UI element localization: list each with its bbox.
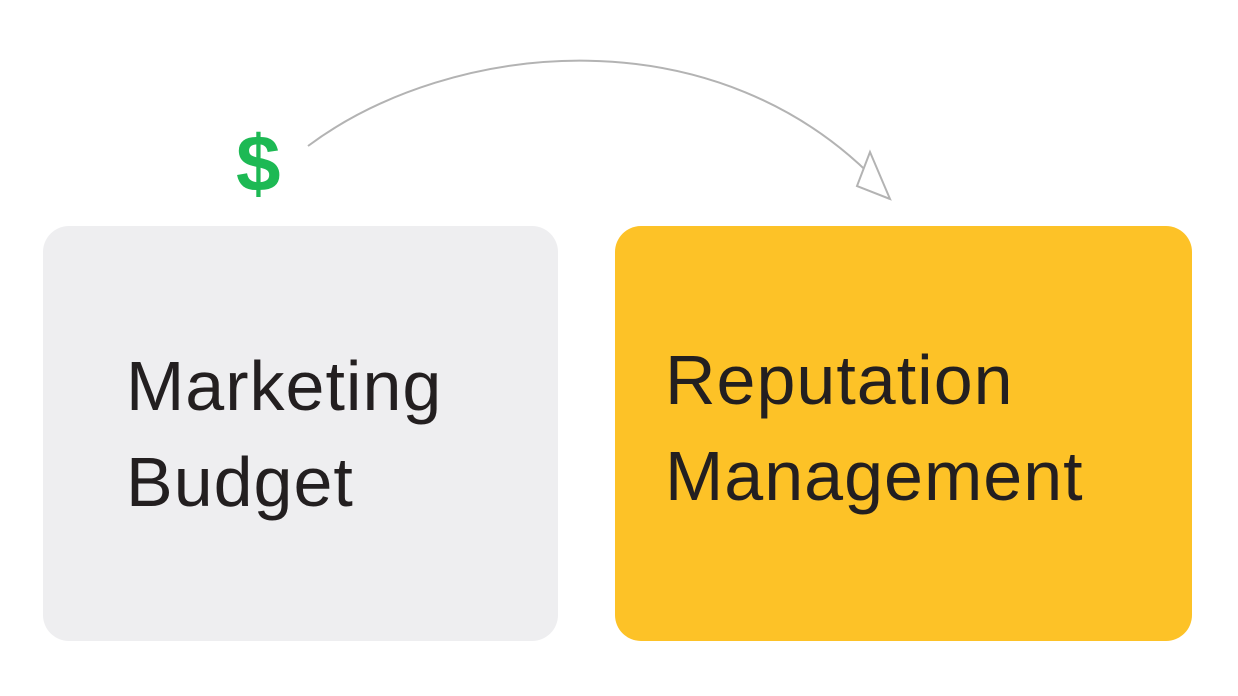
marketing-budget-label: Marketing Budget	[126, 338, 442, 530]
arrowhead-icon	[855, 149, 892, 201]
arrow-curve	[307, 59, 886, 191]
source-line-1: Marketing	[126, 347, 443, 425]
source-line-2: Budget	[126, 443, 354, 521]
target-line-2: Management	[665, 437, 1084, 515]
reputation-management-box: Reputation Management	[615, 226, 1192, 641]
reputation-management-label: Reputation Management	[665, 332, 1084, 524]
dollar-icon: $	[236, 119, 281, 208]
marketing-budget-box: Marketing Budget	[43, 226, 558, 641]
target-line-1: Reputation	[665, 341, 1014, 419]
